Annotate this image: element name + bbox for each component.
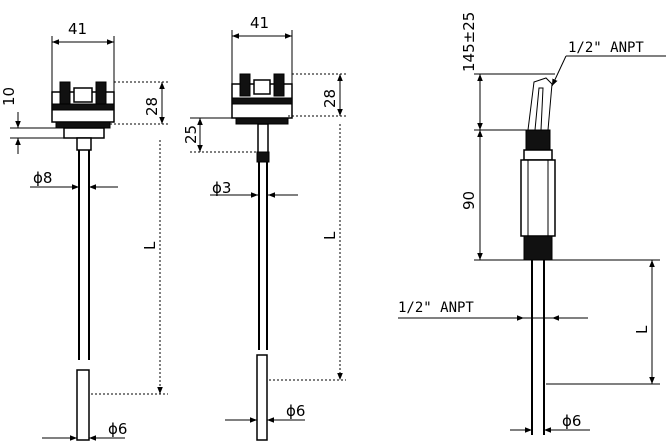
probe-length-label-b: L <box>321 231 339 240</box>
flange-height-label-a: 10 <box>0 87 18 106</box>
collar-b <box>257 123 269 155</box>
probe-tip-a <box>76 369 90 441</box>
tip-diameter-label-b: ϕ6 <box>286 402 305 420</box>
probe-length-label-a: L <box>141 241 159 250</box>
cable-length-label-c: 145±25 <box>460 12 478 72</box>
probe-length-label-c: L <box>633 325 651 334</box>
sensor-drawing-b: 41 28 25 ϕ3 L ϕ6 <box>182 14 346 441</box>
bottom-thread-c <box>523 235 553 261</box>
probe-tip-b <box>256 354 268 441</box>
top-thread-c <box>525 129 551 151</box>
flange-height-label-b: 25 <box>182 125 200 144</box>
connection-head-a <box>51 81 115 139</box>
head-width-label-a: 41 <box>68 20 87 38</box>
collar-a <box>76 137 92 151</box>
head-width-label-b: 41 <box>250 14 269 32</box>
head-height-label-a: 28 <box>143 97 161 116</box>
body-length-label-c: 90 <box>460 191 478 210</box>
collar-diameter-label-a: ϕ8 <box>33 169 52 187</box>
sensor-drawing-a: 41 28 10 ϕ8 L ϕ6 <box>0 20 168 441</box>
tip-diameter-label-c: ϕ6 <box>562 412 581 430</box>
sensor-drawing-c: 145±25 1/2" ANPT 90 1/2" ANPT L ϕ6 <box>398 12 666 435</box>
bottom-thread-label-c: 1/2" ANPT <box>398 300 474 316</box>
hex-body-c <box>520 159 556 237</box>
connection-head-b <box>231 73 293 125</box>
head-height-label-b: 28 <box>321 89 339 108</box>
collar-diameter-label-b: ϕ3 <box>212 179 231 197</box>
top-thread-label-c: 1/2" ANPT <box>568 40 644 56</box>
tip-diameter-label-a: ϕ6 <box>108 420 127 438</box>
